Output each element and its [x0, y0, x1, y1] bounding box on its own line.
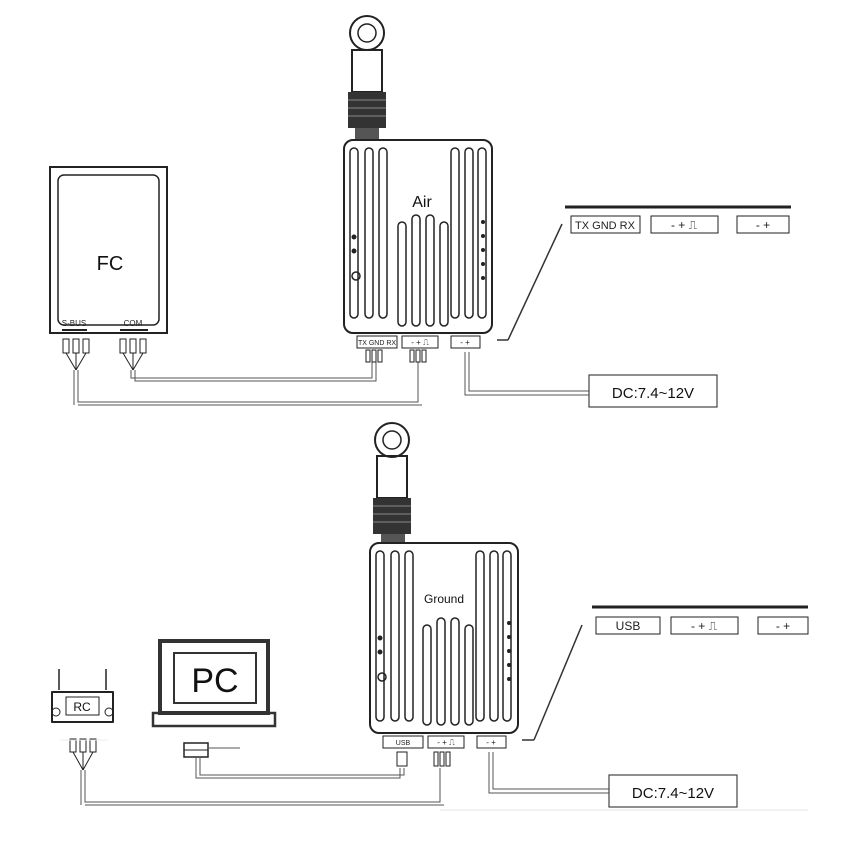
- air-power-box: DC:7.4~12V: [588, 374, 718, 408]
- ground-port-power: - +: [486, 738, 496, 747]
- fc-port-com: COM: [124, 319, 143, 328]
- ground-legend-power: - +: [776, 619, 790, 633]
- air-ports: TX GND RX - + ⎍ - +: [356, 335, 481, 363]
- ground-power-label: DC:7.4~12V: [632, 785, 714, 802]
- air-legend: TX GND RX - + ⎍ - +: [497, 205, 791, 341]
- ground-ports: USB - + ⎍ - +: [382, 735, 507, 767]
- fc-port-sbus: S-BUS: [62, 319, 86, 328]
- air-legend-sbus: - + ⎍: [671, 218, 698, 232]
- ground-legend: USB - + ⎍ - +: [522, 605, 809, 741]
- bottom-wires: [60, 739, 610, 806]
- top-wires: [73, 352, 590, 406]
- air-label: Air: [412, 194, 432, 211]
- air-port-uart: TX GND RX: [358, 340, 396, 347]
- ground-legend-sbus: - + ⎍: [691, 619, 718, 633]
- air-port-sbus: - + ⎍: [411, 338, 429, 347]
- fc-label: FC: [97, 253, 124, 275]
- pc-laptop: PC: [151, 639, 277, 758]
- air-port-power: - +: [460, 338, 470, 347]
- air-legend-uart: TX GND RX: [575, 220, 636, 232]
- air-antenna: [348, 15, 386, 140]
- ground-label: Ground: [424, 592, 464, 606]
- ground-legend-usb: USB: [616, 619, 641, 633]
- air-legend-power: - +: [756, 218, 770, 232]
- flight-controller: FC S-BUS COM: [49, 166, 168, 334]
- pc-label: PC: [191, 662, 238, 700]
- ground-module: Ground: [369, 542, 519, 734]
- rc-label: RC: [73, 700, 91, 714]
- air-power-label: DC:7.4~12V: [612, 385, 694, 402]
- ground-antenna: [373, 422, 411, 544]
- ground-port-usb: USB: [396, 740, 411, 747]
- fc-sbus-connector: [62, 338, 90, 371]
- ground-power-box: DC:7.4~12V: [608, 774, 738, 808]
- air-module: Air: [343, 139, 493, 334]
- fc-com-connector: [119, 338, 147, 371]
- rc-transmitter: RC: [51, 669, 114, 771]
- ground-port-sbus: - + ⎍: [437, 738, 455, 747]
